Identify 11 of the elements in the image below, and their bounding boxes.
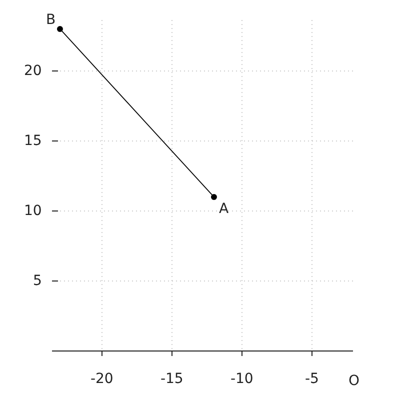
tick-label: -15 [160,372,184,386]
tick-label: 20 [24,64,42,78]
tick-label: -5 [304,372,319,386]
tick-label: 10 [24,204,42,218]
tick-label: -20 [90,372,114,386]
point-label: B [46,12,56,27]
point-label: A [218,202,229,216]
origin-label: O [348,374,360,388]
tick-label: 15 [24,134,42,148]
tick-label: -10 [230,372,254,386]
tick-label: 5 [33,274,42,288]
